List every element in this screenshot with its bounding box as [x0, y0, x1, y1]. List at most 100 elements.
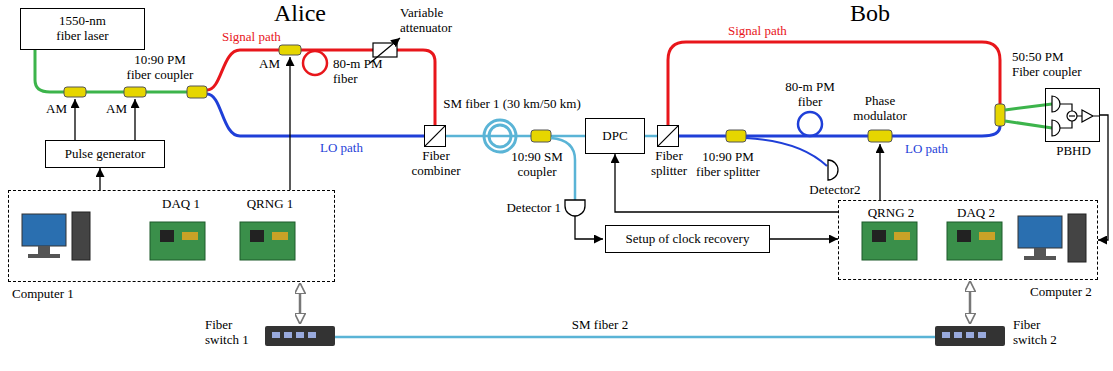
component-label: 50:50 PM Fiber coupler — [1012, 50, 1090, 80]
party-title: Alice — [260, 0, 340, 28]
node-text: DPC — [602, 129, 627, 144]
path-label: Signal path — [728, 24, 798, 39]
dpc-box: DPC — [585, 118, 645, 154]
drive-arrow — [289, 57, 290, 190]
pulse-generator-box: Pulse generator — [45, 140, 165, 168]
daq-card — [150, 222, 205, 260]
component-label: 10:90 PM fiber splitter — [693, 150, 763, 180]
path-label: LO path — [905, 142, 965, 157]
switch-icon — [935, 326, 1005, 346]
signal-wire — [575, 216, 603, 239]
tower-icon — [72, 212, 90, 260]
qrng-card — [240, 222, 295, 260]
fiber-label: SM fiber 2 — [560, 318, 640, 333]
fiber-loop — [303, 51, 327, 75]
signal-fiber — [668, 42, 1000, 125]
component-label: Variable attenuator — [400, 6, 462, 36]
chip — [872, 230, 886, 242]
component-label: Detector2 — [800, 183, 870, 198]
splitter-diagonal — [425, 126, 445, 146]
monitor-icon — [22, 214, 66, 246]
network-link — [969, 282, 972, 323]
splitter-diagonal — [658, 126, 678, 146]
detector-symbol — [828, 160, 838, 180]
switch-port — [308, 332, 316, 338]
chip — [979, 232, 995, 240]
network-link — [299, 284, 302, 323]
fiber-spool — [489, 125, 511, 147]
signal-connector — [770, 238, 838, 239]
coupler-symbol — [726, 130, 746, 142]
tap-fiber — [746, 138, 827, 166]
node-text: DAQ 1 — [151, 197, 211, 212]
switch-icon — [265, 326, 335, 346]
chip — [250, 230, 264, 242]
monitor-icon — [1018, 216, 1062, 248]
network-fiber — [335, 336, 935, 339]
switch-port — [978, 332, 986, 338]
component-label: 80-m PM fiber — [784, 80, 836, 110]
switch-port — [942, 332, 950, 338]
chip — [272, 232, 288, 240]
modulator-symbol — [124, 87, 146, 97]
signal-connector — [99, 168, 100, 190]
coupler-symbol — [995, 104, 1005, 126]
component-label: AM — [106, 102, 132, 117]
fiber-combiner: Fiber combiner — [424, 125, 446, 147]
coupler-symbol — [531, 130, 551, 142]
control-group: DAQ 1QRNG 1 — [8, 190, 335, 282]
drive-arrow — [134, 99, 135, 140]
node-text: Pulse generator — [65, 147, 146, 162]
signal-fiber — [207, 50, 435, 125]
switch-port — [966, 332, 974, 338]
path-label: Signal path — [222, 30, 292, 45]
node-text: Setup of clock recovery — [626, 232, 750, 247]
subtractor-symbol — [1067, 111, 1077, 121]
fiber-loop — [798, 112, 822, 136]
fiber-splitter: Fiber splitter — [657, 125, 679, 147]
fiber-connector — [645, 135, 657, 138]
fiber-spool — [484, 120, 516, 152]
chip — [957, 230, 971, 242]
switch-label: Fiber switch 2 — [1013, 318, 1065, 348]
component-label: SM fiber 1 (30 km/50 km) — [437, 97, 587, 112]
detector-symbol — [565, 200, 585, 216]
chip — [160, 230, 174, 242]
path-label: LO path — [320, 141, 380, 156]
clock-recovery-box: Setup of clock recovery — [605, 225, 770, 253]
subtractor-symbol — [1069, 115, 1075, 116]
splitter-diagonal — [658, 126, 678, 146]
node-text: Fiber splitter — [644, 149, 694, 179]
coupler-symbol — [187, 86, 207, 98]
computer-label: Computer 2 — [1030, 285, 1106, 300]
modulator-symbol — [279, 45, 301, 55]
node-text: 1550-nm fiber laser — [47, 14, 119, 44]
monitor-icon — [1024, 256, 1056, 260]
monitor-icon — [28, 254, 60, 258]
modulator-symbol — [64, 87, 86, 97]
tower-icon — [1068, 214, 1086, 262]
switch-port — [296, 332, 304, 338]
splitter-diagonal — [425, 126, 445, 146]
node-text: Fiber combiner — [408, 149, 464, 179]
component-label: AM — [46, 102, 72, 117]
daq-card — [947, 222, 1002, 260]
computer-label: Computer 1 — [12, 287, 92, 302]
amplifier-symbol — [1077, 110, 1100, 122]
node-text: QRNG 2 — [861, 206, 921, 221]
qrng-card — [862, 222, 917, 260]
component-label: 10:90 PM fiber coupler — [124, 53, 196, 83]
switch-port — [272, 332, 280, 338]
phase-modulator-symbol — [868, 130, 892, 142]
component-label: Detector 1 — [491, 201, 561, 216]
party-title: Bob — [830, 0, 910, 28]
monitor-icon — [38, 246, 50, 254]
switch-label: Fiber switch 1 — [205, 318, 257, 348]
control-group: QRNG 2DAQ 2 — [838, 200, 1098, 280]
component-label: 10:90 SM coupler — [508, 150, 566, 180]
component-label: 80-m PM fiber — [333, 57, 385, 87]
switch-port — [284, 332, 292, 338]
switch-port — [954, 332, 962, 338]
lo-fiber — [207, 94, 424, 136]
